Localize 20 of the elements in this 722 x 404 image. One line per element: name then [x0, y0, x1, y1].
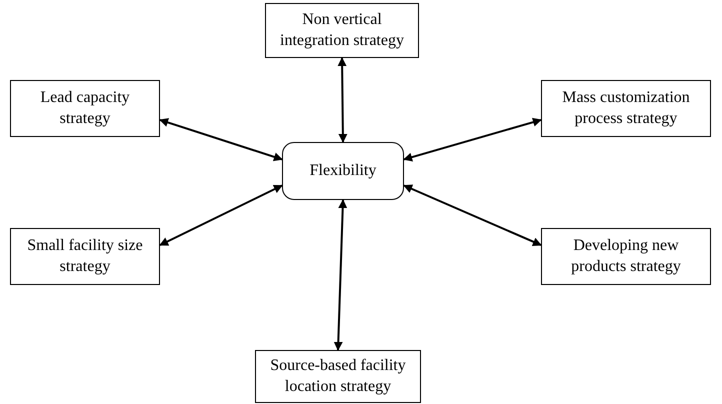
box-label: Developing new products strategy	[570, 236, 682, 276]
double-arrow	[403, 184, 542, 246]
center-box	[282, 142, 404, 200]
strategy-box	[10, 80, 160, 137]
box-label: Flexibility	[310, 160, 376, 181]
box-label: Non vertical integration strategy	[279, 10, 405, 50]
box-label: Small facility size strategy	[26, 236, 144, 276]
box-label: Mass customization process strategy	[561, 88, 691, 128]
double-arrow	[334, 199, 348, 351]
box-label: Source-based facility location strategy	[269, 356, 407, 396]
box-label: Lead capacity strategy	[39, 88, 131, 128]
strategy-box	[10, 228, 160, 285]
strategy-box	[541, 228, 711, 285]
double-arrow	[159, 118, 283, 162]
double-arrow	[338, 57, 348, 143]
strategy-box	[265, 3, 419, 58]
strategy-box	[541, 80, 711, 137]
strategy-box	[255, 350, 421, 403]
double-arrow	[403, 118, 542, 162]
double-arrow	[159, 184, 283, 246]
